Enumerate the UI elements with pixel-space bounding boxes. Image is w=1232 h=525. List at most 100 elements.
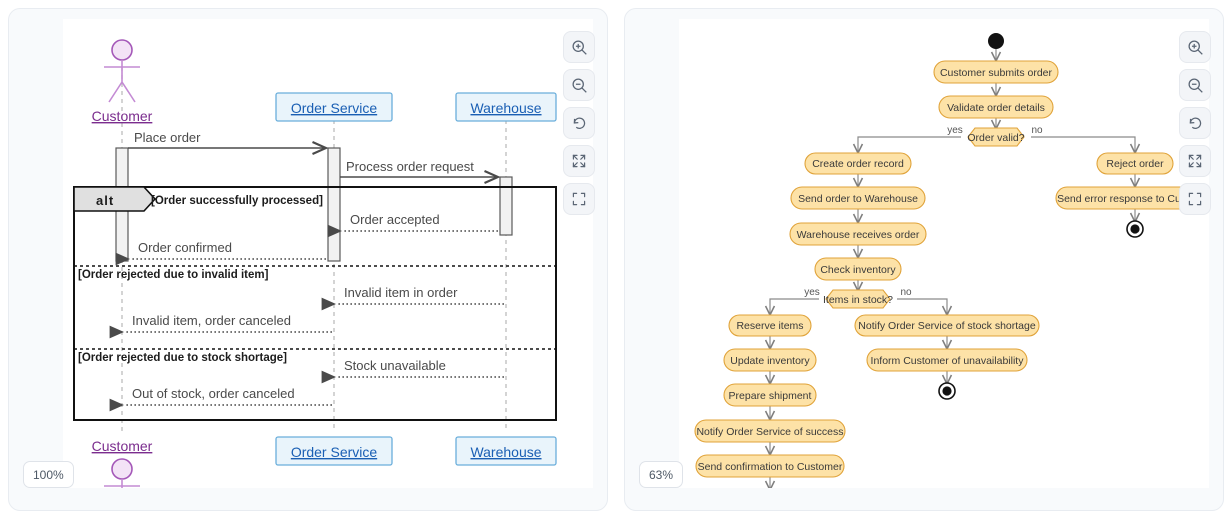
activity-node-label: Check inventory <box>820 264 896 276</box>
actor-customer-bottom[interactable]: Customer <box>92 438 153 488</box>
participant-label-order-service-top: Order Service <box>291 100 378 116</box>
participant-label-order-service-bottom: Order Service <box>291 444 378 460</box>
sequence-diagram-svg: Customer Order Service Warehouse alt <box>73 39 557 488</box>
participant-box <box>455 92 557 122</box>
zoom-out-icon <box>1187 77 1204 94</box>
zoom-level-badge[interactable]: 63% <box>639 461 684 488</box>
activity-node-label: Send confirmation to Customer <box>698 461 843 473</box>
message-label: Stock unavailable <box>344 358 446 373</box>
fit-icon <box>571 191 587 207</box>
zoom-out-button[interactable] <box>1179 69 1211 101</box>
participant-order-service-top[interactable]: Order Service <box>275 92 393 122</box>
activity-node[interactable]: Warehouse receives order <box>789 222 927 246</box>
expand-icon <box>571 153 587 169</box>
reset-view-button[interactable] <box>563 107 595 139</box>
alt-fragment-operator: alt <box>96 193 114 208</box>
zoom-in-button[interactable] <box>563 31 595 63</box>
actor-body-icon <box>104 479 140 488</box>
initial-node <box>988 33 1004 49</box>
activity-node-label: Create order record <box>812 158 904 170</box>
actor-customer-top[interactable]: Customer <box>92 39 153 124</box>
activity-node-label: Update inventory <box>730 355 810 367</box>
zoom-out-button[interactable] <box>563 69 595 101</box>
actor-head-icon <box>111 458 133 480</box>
activity-node-label: Notify Order Service of stock shortage <box>858 320 1036 332</box>
activity-node-label: Send order to Warehouse <box>798 193 918 205</box>
zoom-out-icon <box>571 77 588 94</box>
activity-node-label: Validate order details <box>947 102 1045 114</box>
final-node-rejected <box>1126 220 1144 238</box>
decision-items-in-stock[interactable]: Items in stock? <box>823 289 893 309</box>
activity-node[interactable]: Check inventory <box>814 257 902 281</box>
fit-icon <box>1187 191 1203 207</box>
activity-node-label: Reserve items <box>736 320 803 332</box>
participant-box <box>455 436 557 466</box>
fit-to-screen-button[interactable] <box>1179 183 1211 215</box>
activation-warehouse <box>499 176 513 236</box>
alt-condition-3: [Order rejected due to stock shortage] <box>78 352 287 364</box>
fit-to-screen-button[interactable] <box>563 183 595 215</box>
final-node-unavailable <box>938 382 956 400</box>
guard-label-yes-items-in-stock: yes <box>804 287 820 298</box>
activity-diagram-panel: Customer submits order Validate order de… <box>624 8 1224 511</box>
zoom-in-icon <box>571 39 588 56</box>
zoom-in-button[interactable] <box>1179 31 1211 63</box>
activity-node[interactable]: Send confirmation to Customer <box>695 454 845 478</box>
zoom-in-icon <box>1187 39 1204 56</box>
activity-node-label: Warehouse receives order <box>797 229 920 241</box>
activity-node[interactable]: Reject order <box>1096 152 1174 175</box>
activity-node[interactable]: Notify Order Service of stock shortage <box>854 314 1040 337</box>
decision-order-valid[interactable]: Order valid? <box>967 127 1025 147</box>
message-label: Invalid item in order <box>344 285 458 300</box>
message-label: Order confirmed <box>138 240 232 255</box>
activity-node[interactable]: Update inventory <box>723 348 817 372</box>
activity-node[interactable]: Reserve items <box>728 314 812 337</box>
message-invalid-item-order-canceled: Invalid item, order canceled <box>109 313 332 339</box>
activity-diagram-toolbar <box>1179 31 1211 215</box>
actor-label-customer-top: Customer <box>92 108 153 124</box>
activity-node[interactable]: Prepare shipment <box>723 383 817 407</box>
participant-warehouse-top[interactable]: Warehouse <box>455 92 557 122</box>
activity-node-label: Send error response to Customer <box>1057 193 1209 205</box>
message-label: Order accepted <box>350 212 440 227</box>
message-process-order-request: Process order request <box>340 159 501 184</box>
sequence-diagram-toolbar <box>563 31 595 215</box>
guard-label-yes-order-valid: yes <box>947 125 963 136</box>
activity-node[interactable]: Notify Order Service of success <box>694 419 846 443</box>
sequence-diagram-canvas[interactable]: Customer Order Service Warehouse alt <box>63 19 593 488</box>
reset-icon <box>571 115 588 132</box>
activity-node[interactable]: Inform Customer of unavailability <box>866 348 1028 372</box>
message-label: Process order request <box>346 159 474 174</box>
alt-fragment: alt [Order successfully processed] [Orde… <box>73 186 557 421</box>
expand-button[interactable] <box>563 145 595 177</box>
message-place-order: Place order <box>128 130 329 155</box>
activity-node[interactable]: Send error response to Customer <box>1055 186 1209 210</box>
sequence-diagram-panel: Customer Order Service Warehouse alt <box>8 8 608 511</box>
activity-node[interactable]: Send order to Warehouse <box>790 186 926 210</box>
participant-order-service-bottom[interactable]: Order Service <box>275 436 393 466</box>
alt-condition-1: [Order successfully processed] <box>151 195 323 207</box>
activity-node-label: Prepare shipment <box>729 390 812 402</box>
guard-label-no-order-valid: no <box>1031 125 1043 136</box>
message-label: Out of stock, order canceled <box>132 386 295 401</box>
actor-body-icon <box>104 60 140 103</box>
activity-node-label: Notify Order Service of success <box>696 426 843 438</box>
decision-label: Order valid? <box>967 132 1024 144</box>
activity-diagram-canvas[interactable]: Customer submits order Validate order de… <box>679 19 1209 488</box>
actor-head-icon <box>111 39 133 61</box>
alt-condition-2: [Order rejected due to invalid item] <box>78 269 269 281</box>
expand-button[interactable] <box>1179 145 1211 177</box>
expand-icon <box>1187 153 1203 169</box>
activity-node[interactable]: Validate order details <box>938 95 1054 119</box>
activity-node[interactable]: Create order record <box>804 152 912 175</box>
guard-label-no-items-in-stock: no <box>900 287 912 298</box>
message-order-confirmed: Order confirmed <box>115 240 326 266</box>
zoom-level-badge[interactable]: 100% <box>23 461 74 488</box>
reset-icon <box>1187 115 1204 132</box>
message-label: Invalid item, order canceled <box>132 313 291 328</box>
participant-warehouse-bottom[interactable]: Warehouse <box>455 436 557 466</box>
activity-node[interactable]: Customer submits order <box>933 60 1059 84</box>
message-label: Place order <box>134 130 201 145</box>
reset-view-button[interactable] <box>1179 107 1211 139</box>
